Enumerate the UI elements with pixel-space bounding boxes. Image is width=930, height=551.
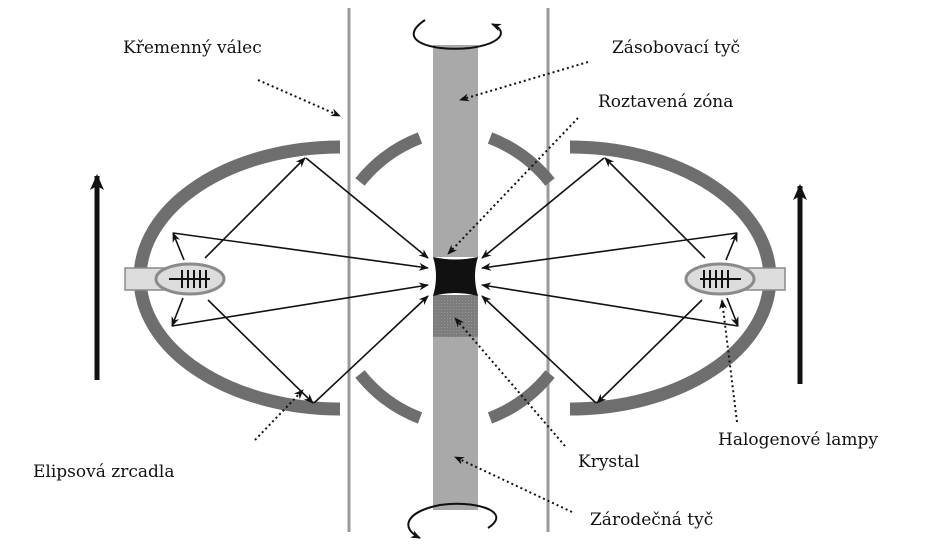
leader-quartz-tube <box>257 79 341 117</box>
leader-molten-zone <box>447 117 579 255</box>
feed-rod <box>433 45 478 257</box>
label-crystal: Krystal <box>578 452 640 472</box>
crystal <box>433 295 478 337</box>
label-halogen-lamps: Halogenové lampy <box>718 430 879 450</box>
rotation-arrow-bottom-icon <box>407 502 498 539</box>
leader-seed-rod <box>454 456 573 513</box>
leader-arrows <box>254 61 738 513</box>
left-mirror-assembly <box>125 138 428 418</box>
molten-zone <box>433 257 478 296</box>
label-molten-zone: Roztavená zóna <box>598 92 734 112</box>
leader-mirrors <box>254 389 304 441</box>
right-mirror-assembly <box>482 138 785 418</box>
seed-rod <box>433 337 478 510</box>
label-seed-rod: Zárodečná tyč <box>590 510 714 530</box>
rotation-arrow-top-icon <box>412 19 502 50</box>
label-elliptic-mirrors: Elipsová zrcadla <box>33 462 175 482</box>
label-feed-rod: Zásobovací tyč <box>612 38 741 58</box>
leader-lamps <box>719 299 738 423</box>
leader-crystal <box>454 317 566 447</box>
label-quartz-tube: Křemenný válec <box>123 38 262 58</box>
leader-feed-rod <box>459 61 589 102</box>
